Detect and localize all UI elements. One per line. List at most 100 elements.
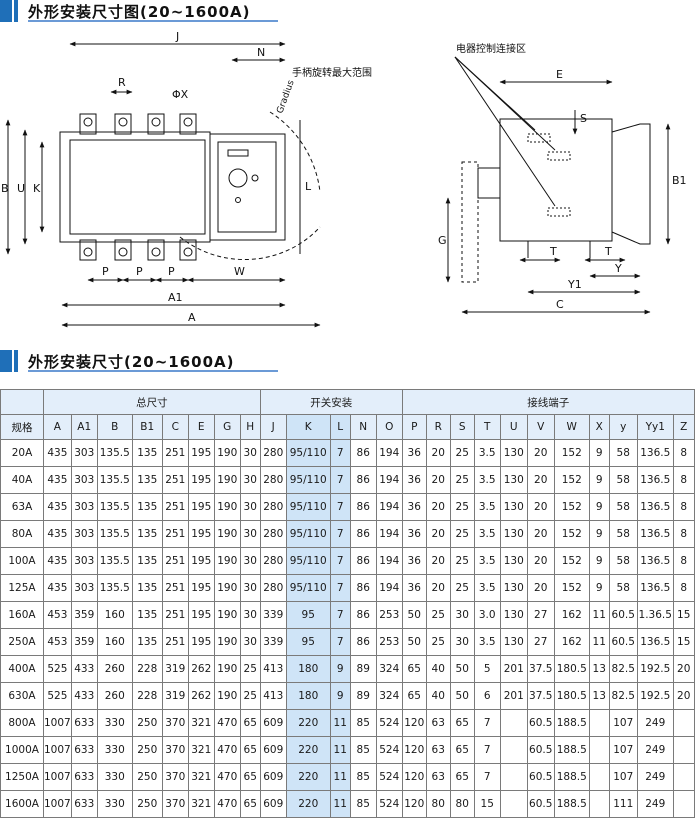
table-cell: 160: [96, 628, 133, 656]
table-cell: 303: [70, 574, 98, 602]
table-cell: 188.5: [553, 790, 590, 818]
table-cell: 8: [672, 547, 695, 575]
table-cell: 192.5: [636, 682, 674, 710]
table-cell: 435: [43, 520, 72, 548]
label-L: L: [305, 180, 312, 193]
column-header: 规格: [0, 414, 44, 440]
table-cell: 194: [375, 493, 403, 521]
table-cell: 413: [259, 682, 287, 710]
table-cell: 330: [96, 790, 133, 818]
side-view-body: [499, 118, 613, 242]
table-cell: 321: [187, 790, 215, 818]
table-cell: 470: [213, 709, 241, 737]
table-cell: 136.5: [636, 439, 674, 467]
row-spec-label: 80A: [0, 520, 44, 548]
table-cell: 30: [239, 439, 261, 467]
table-cell: [499, 763, 528, 791]
table-cell: 20: [526, 547, 555, 575]
table-cell: 524: [375, 763, 403, 791]
table-cell: 201: [499, 655, 528, 683]
terminal-hole: [118, 247, 128, 257]
table-cell: 135.5: [96, 466, 133, 494]
table-cell: 36: [401, 493, 427, 521]
table-cell: 50: [449, 682, 475, 710]
table-cell: 220: [285, 763, 331, 791]
column-header: N: [349, 414, 377, 440]
table-cell: 8: [672, 493, 695, 521]
table-cell: 65: [401, 655, 427, 683]
table-cell: 135: [131, 520, 163, 548]
control-terminal-box: [547, 151, 571, 161]
table-cell: 135: [131, 466, 163, 494]
table-cell: 9: [588, 493, 610, 521]
table-cell: 152: [553, 466, 590, 494]
table-cell: 30: [239, 574, 261, 602]
column-header: y: [608, 414, 638, 440]
table-cell: 609: [259, 790, 287, 818]
operating-mechanism: [209, 133, 286, 241]
table-cell: 36: [401, 439, 427, 467]
table-cell: 7: [329, 466, 351, 494]
table-cell: 30: [239, 493, 261, 521]
table-cell: 249: [636, 736, 674, 764]
header-accent-bar-thin: [14, 0, 18, 22]
table-cell: 7: [329, 520, 351, 548]
table-cell: 303: [70, 439, 98, 467]
table-cell: 180: [285, 655, 331, 683]
control-terminal-box: [547, 207, 571, 217]
table-cell: 190: [213, 682, 241, 710]
leader-line: [454, 56, 556, 207]
table-cell: 435: [43, 466, 72, 494]
table-cell: 58: [608, 520, 638, 548]
table-cell: 25: [449, 520, 475, 548]
table-cell: 85: [349, 709, 377, 737]
header-accent-bar: [0, 0, 12, 22]
table-cell: 251: [161, 628, 189, 656]
table-cell: 201: [499, 682, 528, 710]
table-cell: 194: [375, 466, 403, 494]
table-cell: 130: [499, 574, 528, 602]
table-cell: 9: [588, 520, 610, 548]
dimension-drawing: J N R ΦX 手柄旋转最大范围 Gradius L B U K P P P …: [1, 30, 687, 328]
column-header: S: [449, 414, 475, 440]
table-cell: 82.5: [608, 682, 638, 710]
table-cell: 11: [329, 709, 351, 737]
table-cell: 433: [70, 655, 98, 683]
table-cell: 130: [499, 601, 528, 629]
table-cell: 9: [588, 439, 610, 467]
table-cell: 11: [329, 790, 351, 818]
table-cell: 86: [349, 466, 377, 494]
table-cell: 135: [131, 601, 163, 629]
label-U: U: [17, 182, 25, 195]
table-cell: 152: [553, 574, 590, 602]
table-cell: 85: [349, 790, 377, 818]
table-cell: 194: [375, 574, 403, 602]
table-cell: 7: [473, 709, 501, 737]
table-cell: 86: [349, 520, 377, 548]
table-cell: 260: [96, 655, 133, 683]
label-G: G: [438, 234, 447, 247]
table-cell: 250: [131, 790, 163, 818]
table-cell: 107: [608, 709, 638, 737]
label-C: C: [556, 298, 564, 311]
table-cell: 7: [329, 628, 351, 656]
table-cell: 190: [213, 466, 241, 494]
table-cell: 251: [161, 439, 189, 467]
table-cell: [672, 790, 695, 818]
table-cell: 65: [239, 709, 261, 737]
table-cell: 58: [608, 574, 638, 602]
table-cell: 89: [349, 655, 377, 683]
table-cell: 27: [526, 601, 555, 629]
table-cell: 152: [553, 439, 590, 467]
handle-rotation-arc-upper: [269, 111, 321, 193]
label-P2: P: [136, 265, 143, 278]
table-cell: 20: [425, 520, 451, 548]
table-cell: 120: [401, 790, 427, 818]
table-cell: 107: [608, 736, 638, 764]
table-cell: 370: [161, 790, 189, 818]
